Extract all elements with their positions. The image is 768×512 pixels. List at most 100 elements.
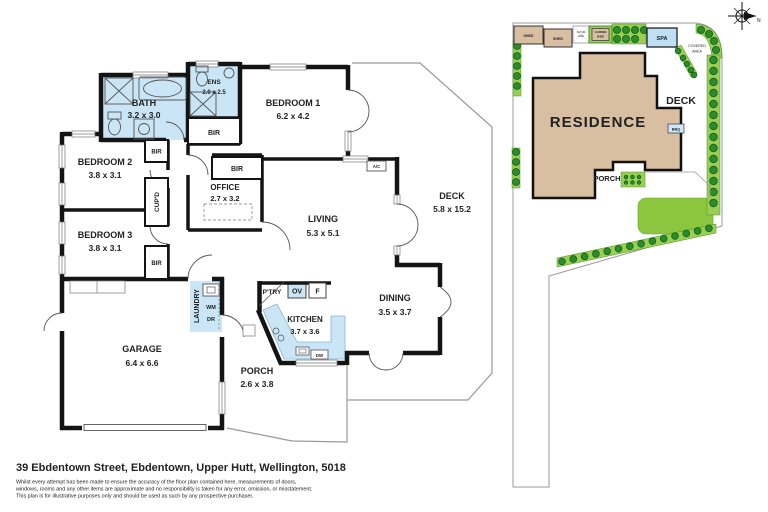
kitchen-fixtures [258, 281, 329, 360]
bush-icon [580, 252, 589, 261]
oven-label: OV [292, 289, 302, 296]
room-label-deck: DECK [439, 191, 465, 201]
bush-icon [687, 66, 695, 74]
bush-icon [613, 35, 622, 44]
bush-icon [709, 55, 718, 65]
bath-fixtures [104, 76, 187, 140]
bush-icon [636, 174, 642, 180]
windows-horizontal [71, 60, 369, 367]
bush-icon [592, 250, 600, 258]
shed2-label: SHED [553, 37, 563, 41]
bush-icon [709, 143, 718, 153]
disclaimer-line2: windows, rooms and any other items are a… [15, 487, 312, 493]
site-deck-label: DECK [666, 95, 696, 107]
floor-plan: BATH 3.2 x 3.0 ENS 2.0 x 2.5 BEDROOM 1 6… [43, 60, 493, 443]
covered-area-label1: COVERED [688, 44, 706, 48]
bush-icon [512, 168, 520, 176]
residence-building [531, 51, 683, 200]
laundry-label: LAUNDRY [194, 289, 201, 323]
shed1-label: SHED [524, 34, 534, 38]
bir-ensuite-box [187, 117, 241, 145]
bush-icon [513, 72, 521, 80]
air-con-label: A/C [373, 164, 380, 169]
disclaimer-line1: Whilst every attempt has been made to en… [16, 480, 297, 486]
room-label-porch: PORCH [241, 366, 274, 376]
bathtub-icon [138, 76, 187, 101]
meter-box [242, 324, 256, 337]
bush-icon [603, 247, 611, 256]
room-dims-bath: 3.2 x 3.0 [127, 110, 160, 120]
bush-icon [637, 239, 645, 248]
exterior-walls [59, 61, 443, 431]
room-label-ens: ENS [207, 79, 221, 86]
bir-bed3-label: BIR [151, 261, 162, 267]
bush-icon [709, 77, 718, 87]
room-label-bedroom2: BEDROOM 2 [78, 157, 133, 167]
shower-icon [104, 77, 134, 105]
room-label-kitchen: KITCHEN [287, 315, 323, 324]
site-porch-label: PORCH [593, 174, 620, 183]
bush-icon [709, 198, 718, 208]
sheds: SHED SHED CLTHS LINE GARDEN SHED [513, 25, 613, 48]
dryer-label: DR [207, 317, 215, 323]
bush-icon [712, 46, 721, 55]
room-label-office: OFFICE [210, 183, 240, 192]
bush-icon [513, 62, 521, 70]
hob-icon [272, 327, 280, 335]
bush-icon [710, 37, 719, 46]
porch-outline [226, 400, 348, 443]
garden-shed-label1: GARDEN [595, 30, 607, 34]
room-label-living: LIVING [308, 214, 338, 224]
pantry-label: P'TRY [263, 289, 282, 296]
bush-icon [512, 148, 520, 156]
bush-icon [674, 47, 682, 55]
room-label-garage: GARAGE [122, 344, 162, 354]
bush-icon [709, 88, 718, 98]
bush-icon [623, 174, 629, 180]
room-dims-garage: 6.4 x 6.6 [125, 358, 158, 368]
bush-icon [625, 242, 634, 251]
washing-machine-label: WM [206, 305, 216, 311]
compass-icon [728, 2, 756, 30]
bush-icon [613, 25, 622, 34]
bush-icon [697, 25, 706, 34]
spa-label: SPA [657, 36, 668, 42]
bush-icon [709, 176, 718, 186]
bush-icon [709, 66, 718, 76]
bush-icon [709, 187, 718, 197]
bush-icon [569, 255, 578, 263]
ensuite-fixtures [189, 65, 235, 117]
compass-north-label: N [757, 18, 761, 24]
vanity-icon [133, 118, 155, 140]
room-dims-porch: 2.6 x 3.8 [240, 379, 273, 389]
dishwasher-label: DW [316, 353, 324, 358]
closet-boxes [144, 117, 263, 280]
clothes-line-icon [573, 27, 589, 42]
room-dims-office: 2.7 x 3.2 [210, 194, 239, 203]
kitchen-counter [262, 303, 346, 360]
room-label-bath: BATH [132, 98, 156, 108]
room-dims-bedroom3: 3.8 x 3.1 [88, 243, 121, 253]
shed2-box [543, 28, 573, 48]
bush-icon [630, 180, 635, 185]
fridge-label: F [315, 289, 320, 296]
bush-icon [709, 154, 718, 164]
air-con-box [366, 160, 387, 172]
path-fence-line [645, 171, 711, 198]
room-label-bedroom1: BEDROOM 1 [266, 98, 321, 108]
bush-icon [512, 158, 520, 166]
laundry-fixtures [202, 283, 220, 330]
windows-vertical [58, 130, 401, 415]
bush-icon [648, 237, 657, 245]
garden-bed-porch [620, 171, 646, 188]
bush-icon [659, 234, 668, 243]
room-label-dining: DINING [379, 293, 411, 303]
bir-office-box [211, 156, 263, 180]
bush-icon [512, 178, 520, 186]
cupboard-box [144, 177, 169, 227]
garage-bench [69, 280, 126, 294]
ensuite-wet-area [188, 64, 240, 118]
room-dims-dining: 3.5 x 3.7 [378, 307, 411, 317]
bush-icon [690, 71, 698, 79]
laundry-tub-icon [202, 283, 220, 297]
